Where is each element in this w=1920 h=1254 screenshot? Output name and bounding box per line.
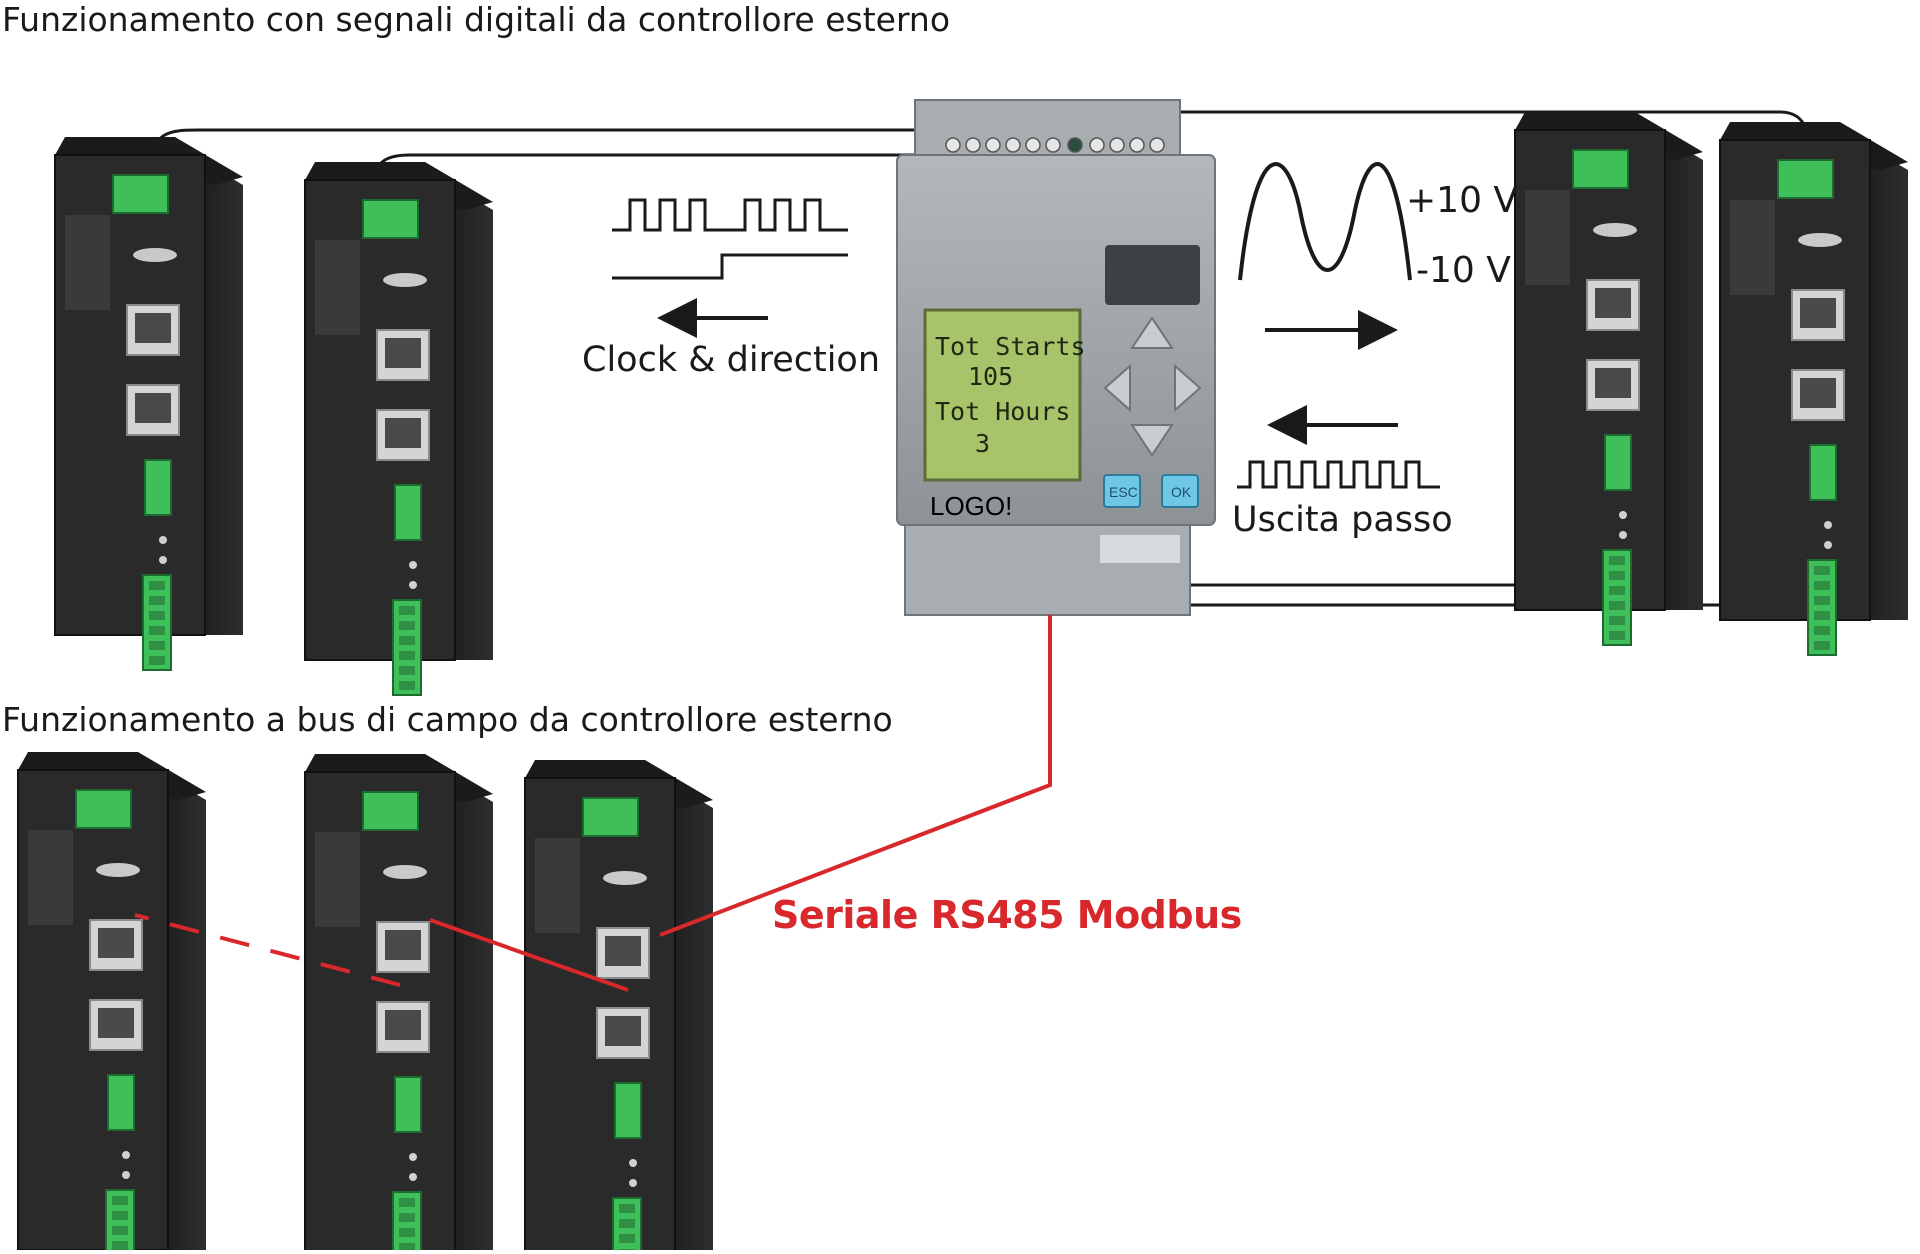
step-output-label: Uscita passo (1232, 500, 1453, 540)
voltage-minus-label: -10 V (1416, 250, 1511, 291)
lcd-line-4: 3 (975, 429, 990, 458)
voltage-plus-label: +10 V (1406, 180, 1519, 221)
ok-label: OK (1171, 484, 1192, 500)
rs485-drive-b-to-drive-c (134, 913, 401, 987)
rs485-drive-a-to-drive-b (429, 918, 629, 992)
arrow-right-icon (1174, 363, 1202, 413)
drive-bottom-3 (524, 760, 713, 1254)
cable-drive1-to-plc (148, 128, 920, 176)
lcd-line-2: 105 (968, 362, 1013, 391)
stepper-drives (17, 112, 1908, 1254)
esc-label: ESC (1109, 484, 1138, 500)
arrow-down-icon (1130, 424, 1174, 457)
arrow-up-icon (1130, 316, 1174, 349)
clock-direction-label: Clock & direction (582, 340, 881, 380)
plc-controller: Tot Starts 105 Tot Hours 3 ESC OK LOGO! (896, 99, 1216, 616)
plc-nav-arrows (1103, 316, 1202, 457)
title-fieldbus: Funzionamento a bus di campo da controll… (2, 700, 893, 739)
arrow-left-icon (1103, 363, 1131, 413)
title-digital-signals: Funzionamento con segnali digitali da co… (2, 0, 951, 39)
plc-cover-slot (1105, 245, 1200, 305)
rs485-cables (134, 615, 1052, 992)
plc-lcd-display (923, 308, 1082, 482)
drive-top-2 (304, 162, 493, 696)
lcd-line-1: Tot Starts (935, 332, 1086, 361)
clock-waveform (612, 198, 848, 232)
plc-ok-button (1161, 474, 1199, 508)
sine-waveform (1238, 162, 1412, 281)
drive-bottom-1 (17, 752, 206, 1254)
plc-top-screws (945, 137, 1165, 153)
plc-logo: LOGO! (930, 491, 1012, 521)
drive-top-4 (1719, 122, 1908, 656)
lcd-line-3: Tot Hours (935, 397, 1070, 426)
drive-top-3 (1514, 112, 1703, 646)
rs485-plc-to-drive-a (659, 615, 1052, 937)
rs485-modbus-label: Seriale RS485 Modbus (772, 893, 1242, 937)
plc-esc-button (1103, 474, 1141, 508)
drive-top-1 (54, 137, 243, 671)
plc-label-strip (1100, 535, 1180, 563)
step-waveform (1237, 460, 1440, 489)
drive-bottom-2 (304, 754, 493, 1254)
direction-waveform (612, 253, 848, 280)
cable-plc-to-drive4 (1180, 110, 1812, 171)
